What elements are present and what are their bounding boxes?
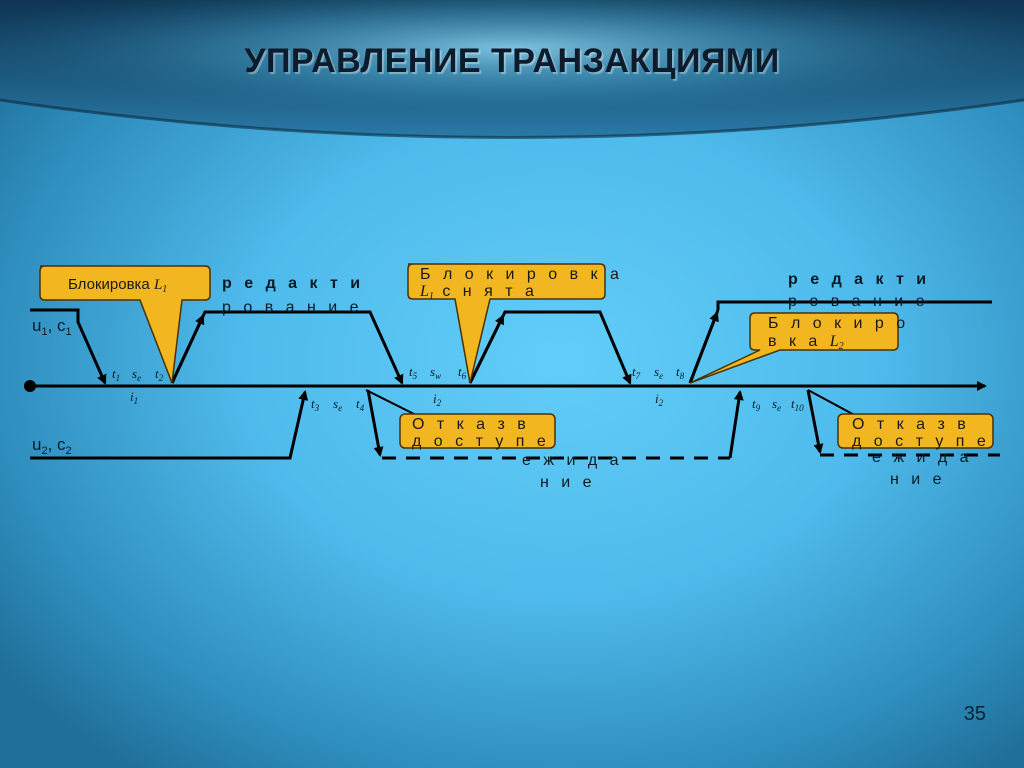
user1-label: u1, c1 bbox=[32, 316, 72, 338]
tl-lower-5: i2 bbox=[655, 391, 664, 408]
header-banner bbox=[0, 0, 1024, 139]
wait1-line2: н и е bbox=[540, 474, 596, 491]
user1-arrow-up-2 bbox=[468, 314, 505, 384]
lock-l1-removed-sub: 1 bbox=[429, 291, 434, 302]
lock-l1-sub: 1 bbox=[162, 284, 167, 295]
callout-lock-l2: Б л о к и р о в к а L2 bbox=[689, 312, 909, 384]
tl-upper-8: t8 bbox=[676, 364, 685, 381]
tl-upper-1: se bbox=[132, 366, 141, 383]
page-number: 35 bbox=[963, 703, 986, 725]
tl-upper-3: t5 bbox=[409, 364, 418, 381]
svg-text:Блокировка L1: Блокировка L1 bbox=[68, 276, 167, 295]
tl-lower-2: se bbox=[333, 396, 342, 413]
lock-l1-removed-line2: с н я т а bbox=[434, 283, 538, 300]
lock-l1-text: Блокировка bbox=[68, 276, 154, 293]
edit1-line1: р е д а к т и bbox=[222, 275, 364, 292]
lock-l2-sub: 2 bbox=[839, 341, 844, 352]
time-axis-origin bbox=[24, 380, 36, 392]
tl-lower-3: t4 bbox=[356, 396, 365, 413]
deny2-line2: д о с т у п е bbox=[852, 433, 990, 450]
tl-lower-4: i2 bbox=[433, 391, 442, 408]
deny2-line1: О т к а з в bbox=[852, 416, 970, 433]
tl-lower-1: t3 bbox=[311, 396, 320, 413]
edit1-line2: р о в а н и е bbox=[222, 299, 363, 316]
tl-upper-7: se bbox=[654, 364, 663, 381]
wait2-line2: н и е bbox=[890, 471, 946, 488]
user1-arrow-up-1 bbox=[170, 314, 205, 384]
lock-l1-removed-line1: Б л о к и р о в к а bbox=[420, 266, 623, 283]
tl-upper-0: t1 bbox=[112, 366, 120, 383]
page-title: УПРАВЛЕНИЕ ТРАНЗАКЦИЯМИ bbox=[244, 42, 780, 80]
deny1-line1: О т к а з в bbox=[412, 416, 530, 433]
tl-lower-6: t9 bbox=[752, 396, 761, 413]
lock-l1-removed-symbol: L bbox=[419, 283, 429, 300]
edit2-line1: р е д а к т и bbox=[788, 271, 930, 288]
callout-deny-1: О т к а з в д о с т у п е bbox=[399, 413, 556, 450]
timeline-upper: t1 se t2 t5 sw t6 t7 se t8 bbox=[112, 364, 685, 383]
user1-arrow-up-3 bbox=[688, 311, 719, 384]
user2-path bbox=[30, 389, 1000, 460]
timeline-lower: i1 t3 se t4 i2 i2 t9 se t10 bbox=[130, 389, 804, 413]
deny1-line2: д о с т у п е bbox=[412, 433, 550, 450]
tl-upper-4: sw bbox=[430, 364, 441, 381]
tl-lower-0: i1 bbox=[130, 389, 138, 406]
tl-upper-6: t7 bbox=[632, 364, 641, 381]
lock-l2-line2: в к а bbox=[768, 333, 830, 350]
lock-l1-symbol: L bbox=[153, 277, 162, 293]
lock-l2-symbol: L bbox=[829, 333, 839, 350]
tl-lower-7: se bbox=[772, 396, 781, 413]
tl-lower-8: t10 bbox=[791, 396, 804, 413]
tl-upper-5: t6 bbox=[458, 364, 467, 381]
callout-deny-2: О т к а з в д о с т у п е bbox=[837, 413, 994, 450]
callout-lock-l1-removed: Б л о к и р о в к а L1 с н я т а bbox=[407, 263, 623, 384]
callout-lock-l1: Блокировка L1 bbox=[39, 265, 211, 384]
svg-text:в к а L2: в к а L2 bbox=[768, 333, 844, 352]
lock-l2-line1: Б л о к и р о bbox=[768, 315, 909, 332]
wait1-line1: е ж и д а bbox=[522, 452, 623, 469]
user2-label: u2, c2 bbox=[32, 435, 72, 457]
tl-upper-2: t2 bbox=[155, 366, 164, 383]
wait2-line1: е ж и д а bbox=[872, 449, 973, 466]
svg-text:L1 с н я т а: L1 с н я т а bbox=[419, 283, 538, 302]
edit2-line2: р о в а н и е bbox=[788, 293, 929, 310]
